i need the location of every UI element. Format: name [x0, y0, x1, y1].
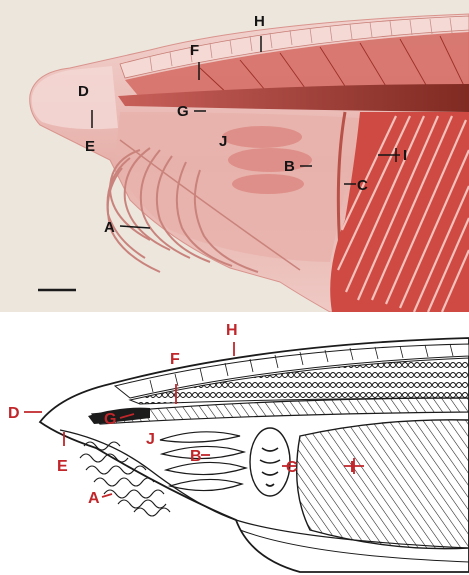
- drawing-label-a: A: [88, 490, 100, 507]
- drawing-label-g: G: [104, 411, 116, 428]
- photo-panel: H F D G E J B C I A: [0, 0, 469, 312]
- drawing-label-f: F: [170, 351, 180, 368]
- drawing-label-i: I: [350, 459, 354, 476]
- drawing-label-e: E: [57, 458, 68, 475]
- photo-label-c: C: [357, 177, 368, 194]
- photo-label-e: E: [85, 138, 95, 155]
- photo-label-i: I: [403, 147, 407, 164]
- photo-label-j: J: [219, 133, 227, 150]
- drawing-label-c: C: [286, 459, 298, 476]
- photo-wheel-organ: [222, 126, 312, 194]
- drawing-pharynx: [297, 420, 469, 549]
- drawing-label-j: J: [146, 431, 155, 448]
- drawing-label-h: H: [226, 322, 238, 339]
- drawing-label-b: B: [190, 448, 202, 465]
- photo-label-h: H: [254, 13, 265, 30]
- drawing-panel: H F D G J E B C I A: [0, 312, 469, 575]
- photo-label-b: B: [284, 158, 295, 175]
- drawing-label-d: D: [8, 405, 20, 422]
- photo-label-a: A: [104, 219, 115, 236]
- photo-label-d: D: [78, 83, 89, 100]
- photo-label-g: G: [177, 103, 189, 120]
- photo-label-f: F: [190, 42, 199, 59]
